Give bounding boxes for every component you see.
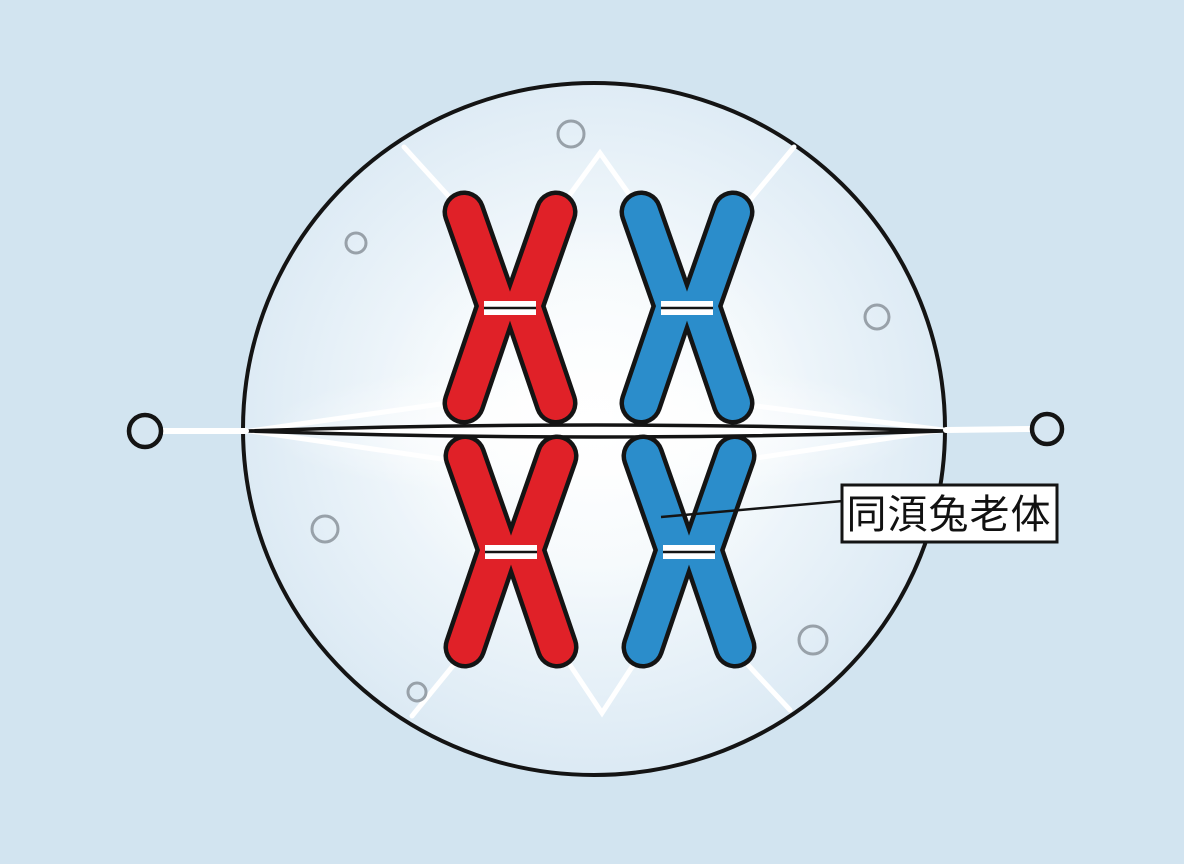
spindle-fiber-equator-left-upper	[247, 398, 465, 434]
centrosome-right	[1029, 411, 1065, 447]
spindle-fiber-bottom-center	[557, 647, 646, 718]
vesicle	[863, 303, 891, 331]
spindle-fiber-top-right	[742, 144, 797, 209]
vesicle	[344, 231, 368, 255]
label-pointer-line	[660, 499, 844, 519]
vesicle	[797, 624, 829, 656]
vesicle	[406, 681, 428, 703]
center-glow	[364, 220, 824, 620]
spindle-fiber-equator-left-lower	[247, 428, 465, 465]
spindle-fiber-top-center	[555, 148, 644, 214]
spindle-fiber-equator-right-lower	[733, 427, 946, 464]
centrosome-left	[126, 412, 164, 450]
pole-fiber-right	[943, 426, 1033, 433]
metaphase-plate	[246, 423, 946, 439]
vesicle	[556, 119, 586, 149]
vesicle	[310, 514, 340, 544]
spindle-fiber-equator-right-upper	[730, 400, 946, 433]
label-text: 同湏兔老体	[847, 492, 1052, 538]
vesicles	[310, 119, 891, 703]
label-box	[840, 483, 1059, 544]
